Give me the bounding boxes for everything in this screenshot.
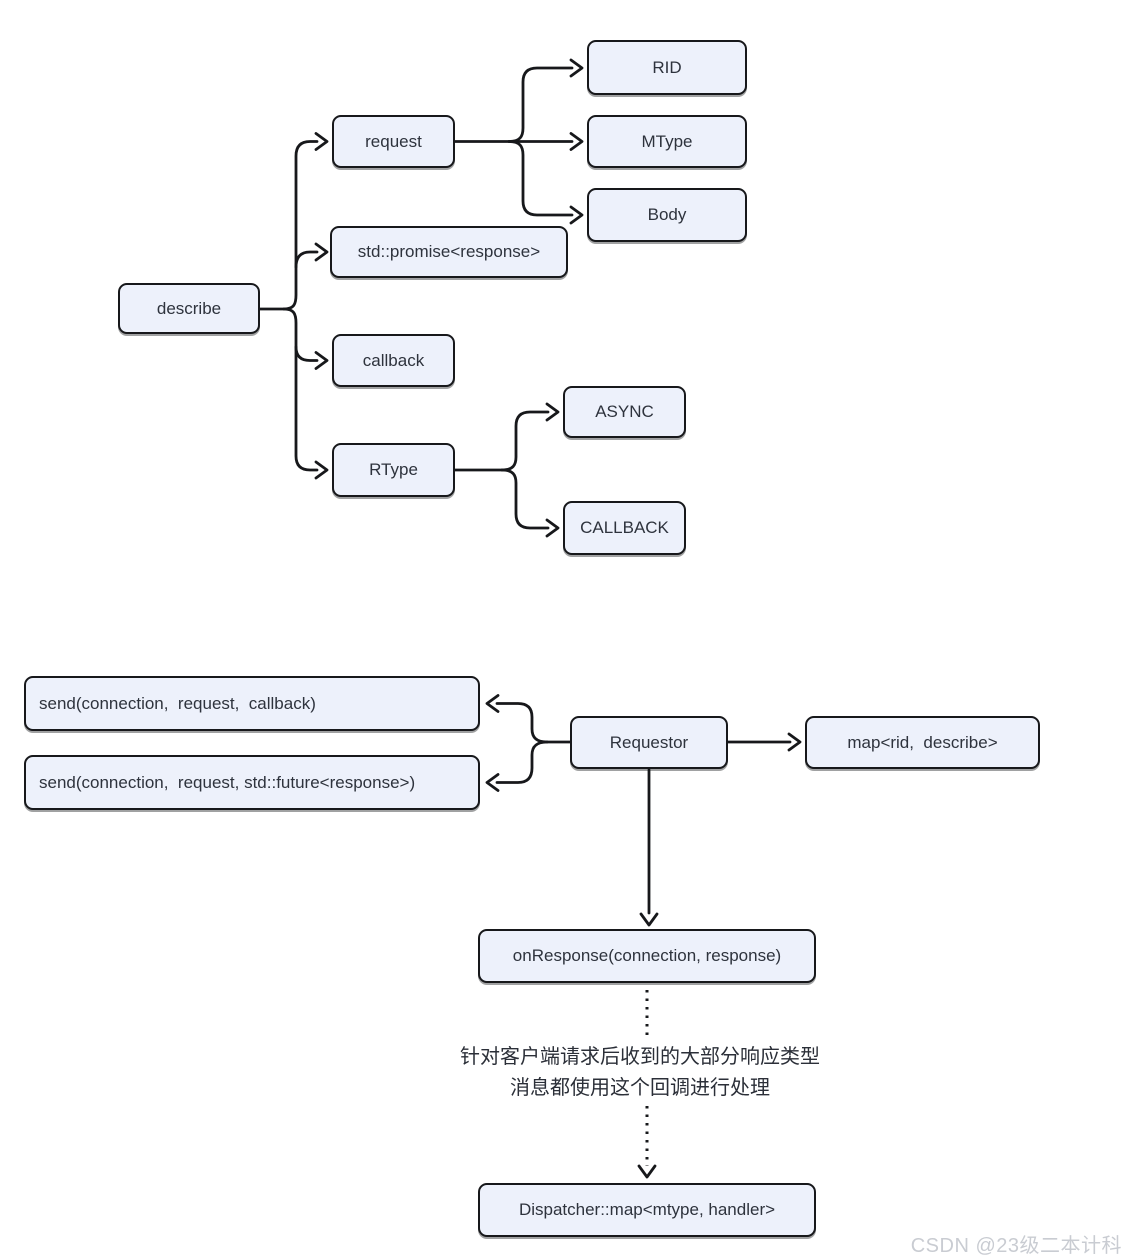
node-async: ASYNC (563, 386, 686, 438)
arrowhead-to-callback (314, 351, 329, 370)
node-rtype: RType (332, 443, 455, 497)
arrowhead-to-dispatcher (637, 1164, 657, 1179)
node-dispatcher: Dispatcher::map<mtype, handler> (478, 1183, 816, 1237)
node-callback-enum: CALLBACK (563, 501, 686, 555)
annotation-line-2: 消息都使用这个回调进行处理 (510, 1077, 770, 1099)
node-callback: callback (332, 334, 455, 387)
watermark: CSDN @23级二本计科 (910, 1235, 1122, 1257)
node-mtype: MType (587, 115, 747, 168)
arrowhead-to-std-promise (314, 242, 329, 262)
node-body: Body (587, 188, 747, 242)
arrowhead-to-onresponse (639, 912, 659, 927)
connector-rtype-children (453, 402, 560, 538)
arrowhead-to-mtype (569, 132, 584, 151)
arrowhead-to-body (569, 205, 584, 225)
node-requestor: Requestor (570, 716, 728, 769)
node-send-future: send(connection, request, std::future<re… (24, 755, 480, 810)
arrowhead-to-callback-enum (545, 518, 560, 538)
node-send-callback: send(connection, request, callback) (24, 676, 480, 731)
annotation-line-1: 针对客户端请求后收到的大部分响应类型 (460, 1046, 820, 1068)
connector-requestor-send (485, 694, 572, 792)
connector-requestor-onresponse (639, 768, 659, 927)
node-onresponse: onResponse(connection, response) (478, 929, 816, 983)
node-rid: RID (587, 40, 747, 95)
node-describe: describe (118, 283, 260, 334)
arrowhead-to-map-rid (787, 732, 802, 752)
node-std-promise: std::promise<response> (330, 226, 568, 278)
node-request: request (332, 115, 455, 168)
annotation-onresponse-note: 针对客户端请求后收到的大部分响应类型 消息都使用这个回调进行处理 (390, 1042, 890, 1104)
node-map-rid: map<rid, describe> (805, 716, 1040, 769)
arrowhead-to-async (545, 402, 560, 422)
connector-request-children (453, 58, 584, 225)
arrowhead-to-rid (569, 58, 584, 78)
connector-describe-children (258, 132, 329, 480)
arrowhead-to-send-future (485, 773, 500, 792)
arrowhead-to-request (314, 132, 329, 151)
arrowhead-to-rtype (314, 460, 329, 480)
arrowhead-to-send-callback (485, 694, 500, 713)
connector-requestor-map (726, 732, 802, 752)
